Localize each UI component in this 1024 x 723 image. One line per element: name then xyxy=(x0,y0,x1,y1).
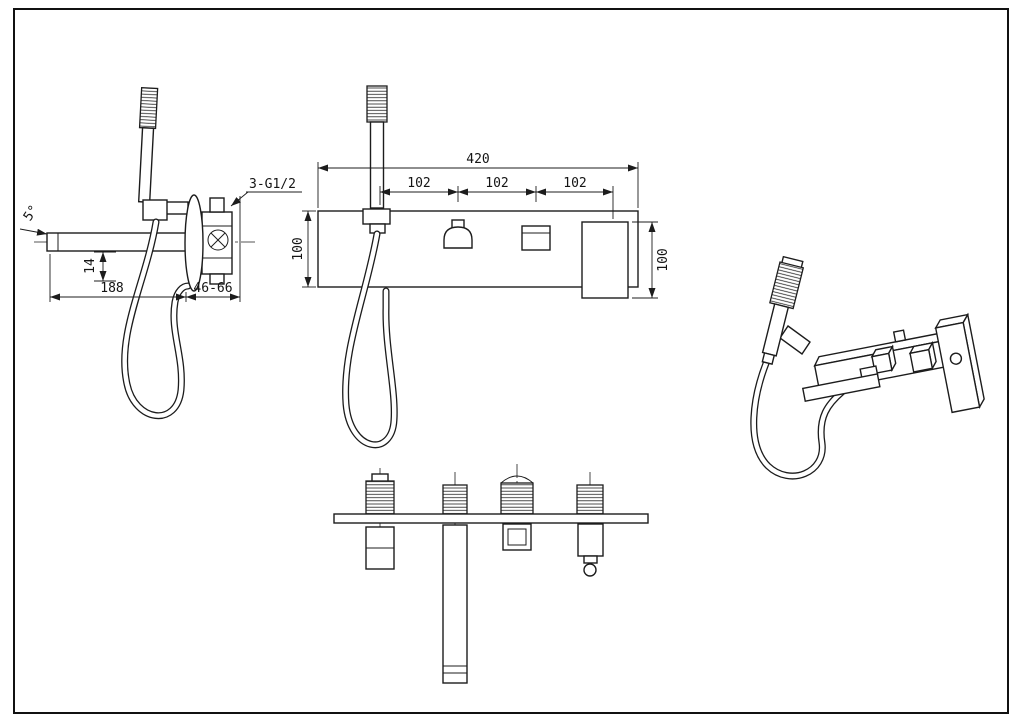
thread-leader xyxy=(230,191,249,207)
shower-holder-front xyxy=(362,208,391,225)
spout-outlet xyxy=(949,352,963,365)
inlet-connector xyxy=(576,484,604,515)
handle-knob xyxy=(521,225,551,251)
dim-label-drop: 14 xyxy=(83,258,98,274)
dim-label-thread: 3-G1/2 xyxy=(249,177,296,192)
wall-escutcheon xyxy=(184,194,204,292)
handle-knob-inner xyxy=(507,528,527,546)
diverter-knob xyxy=(443,226,473,249)
valve-cartridge-hatch xyxy=(210,232,226,248)
mounting-plate-edge xyxy=(333,513,649,524)
hand-shower-side xyxy=(137,86,159,203)
dim-label-pitch3: 102 xyxy=(563,176,586,191)
dim-label-pitch2: 102 xyxy=(485,176,508,191)
shower-hose-side-inner xyxy=(122,219,191,418)
dim-label-height-left: 100 xyxy=(291,237,306,260)
valve-top-port xyxy=(209,197,225,213)
tub-spout-side xyxy=(46,232,187,252)
sheet-border xyxy=(13,8,1009,714)
diverter-pull-ring xyxy=(583,563,597,577)
inlet-connector xyxy=(365,480,395,515)
handle-knob-bottom xyxy=(502,523,532,551)
diverter-stem-bottom xyxy=(583,555,598,564)
valve-cartridge xyxy=(207,229,229,251)
valve-dome-top xyxy=(500,475,534,484)
valve-bottom-port xyxy=(209,273,225,285)
dim-label-angle: 5° xyxy=(21,203,42,224)
hose-nut-iso xyxy=(761,352,776,365)
angle-leader xyxy=(19,228,48,236)
front-view: 420 102 102 102 100 100 xyxy=(291,85,671,449)
hand-shower-head-front xyxy=(366,85,388,123)
hand-shower-handle-iso xyxy=(761,303,790,357)
top-connector-nub xyxy=(892,329,907,343)
side-view: 5° 14 188 46-66 3-G1/2 xyxy=(19,86,302,420)
tub-spout-bottom xyxy=(442,524,468,684)
plate-assembly-iso xyxy=(801,312,985,414)
dim-label-depth: 46-66 xyxy=(193,281,232,296)
dim-label-height-right: 100 xyxy=(656,248,671,271)
spout-block-iso xyxy=(934,321,981,414)
hand-shower-handle-front xyxy=(369,121,385,209)
inlet-connector xyxy=(500,482,534,515)
lever-handle xyxy=(801,373,881,403)
hand-shower-head xyxy=(138,86,159,130)
dim-label-pitch1: 102 xyxy=(407,176,430,191)
diverter-bottom xyxy=(577,523,604,557)
hand-shower-handle xyxy=(137,127,155,203)
cube-knob xyxy=(909,348,934,373)
shower-hose-front-inner xyxy=(343,231,397,447)
shower-bracket-iso xyxy=(779,325,811,355)
dim-label-length: 188 xyxy=(100,281,123,296)
bottom-view xyxy=(333,464,649,684)
inlet-connector xyxy=(442,484,468,515)
hand-shower-iso xyxy=(761,255,805,365)
dim-label-width: 420 xyxy=(466,152,489,167)
shower-bracket xyxy=(142,199,168,221)
isometric-view xyxy=(750,255,985,480)
hand-shower-head-iso xyxy=(769,261,805,310)
spout-block-front xyxy=(581,221,629,299)
shower-hose-iso-inner xyxy=(751,353,845,479)
